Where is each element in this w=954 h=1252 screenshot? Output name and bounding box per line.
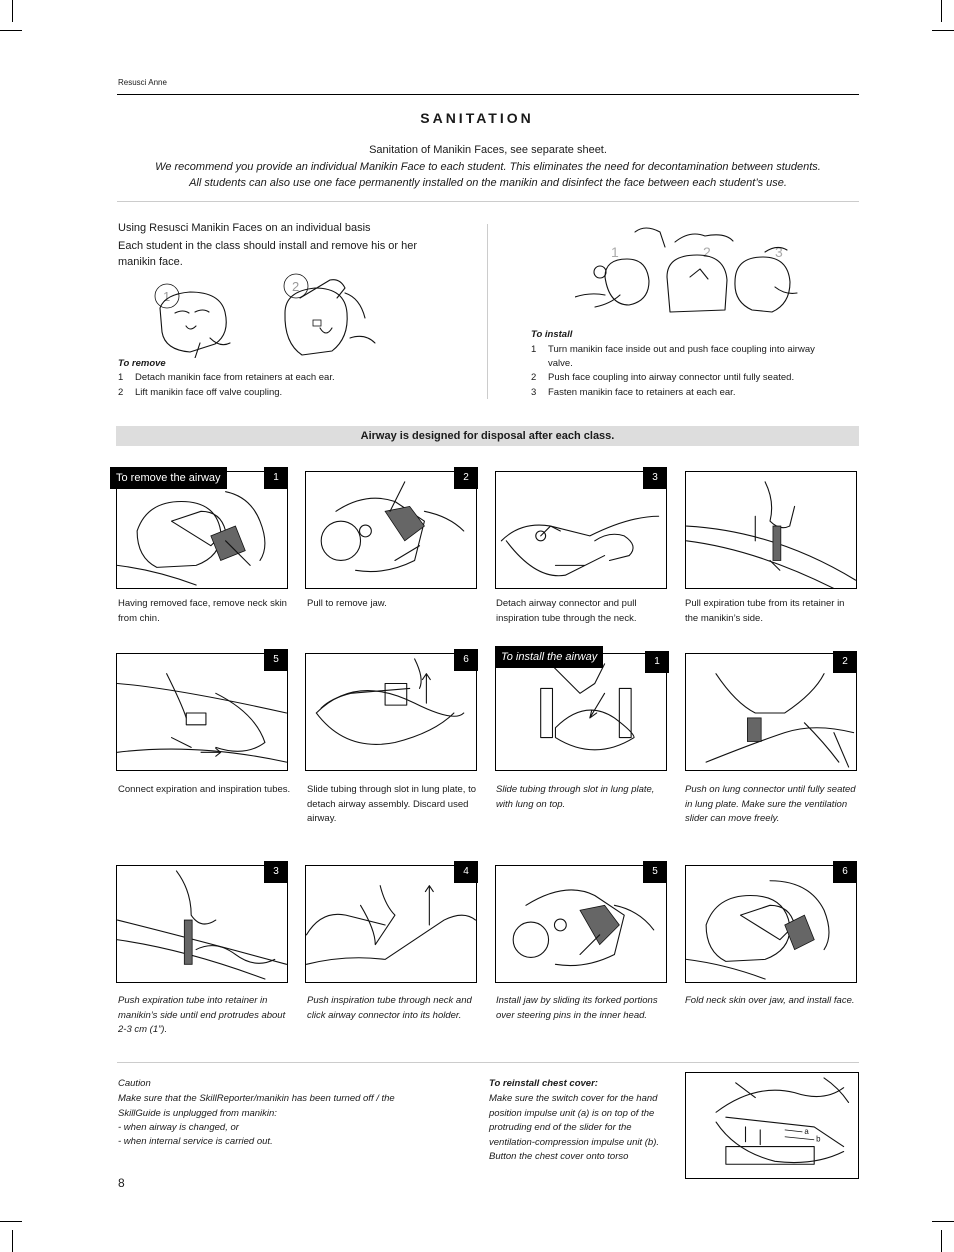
page-title: SANITATION — [420, 110, 534, 126]
step-text: Fasten manikin face to retainers at each… — [548, 387, 736, 398]
remove-face-step: 2 Lift manikin face off valve coupling. — [118, 386, 438, 400]
step-number-badge: 3 — [643, 467, 667, 489]
step-text: Detach manikin face from retainers at ea… — [135, 372, 335, 383]
label-b: b — [816, 1135, 821, 1144]
illustration-panel — [495, 865, 667, 983]
install-face-heading: To install — [531, 329, 573, 340]
individual-heading: Using Resusci Manikin Faces on an indivi… — [118, 222, 371, 234]
step-number: 2 — [531, 372, 537, 383]
install-airway-label: To install the airway — [495, 646, 604, 668]
caution-item: - when internal service is carried out. — [118, 1136, 273, 1147]
illustration-panel — [495, 471, 667, 589]
individual-text: Each student in the class should install… — [118, 240, 417, 268]
step-number-badge: 5 — [264, 649, 288, 671]
step-number: 2 — [118, 387, 124, 398]
panel-caption: Pull to remove jaw. — [307, 598, 387, 609]
svg-text:2: 2 — [703, 244, 711, 260]
panel-caption: Slide tubing through slot in lung plate,… — [496, 784, 655, 810]
crop-mark — [0, 1221, 22, 1222]
step-number-badge: 1 — [264, 467, 288, 489]
bottom-divider — [117, 1062, 859, 1063]
step-text: Turn manikin face inside out and push fa… — [548, 344, 815, 369]
step-number: 1 — [531, 344, 537, 355]
install-face-step: 2 Push face coupling into airway connect… — [531, 371, 831, 385]
illustration-panel — [305, 471, 477, 589]
crop-mark — [932, 30, 954, 31]
crop-mark — [0, 30, 22, 31]
step-number: 1 — [118, 372, 124, 383]
panel-caption: Having removed face, remove neck skin fr… — [118, 598, 287, 624]
step-number-badge: 6 — [454, 649, 478, 671]
step-number-badge: 1 — [645, 651, 669, 673]
svg-text:1: 1 — [163, 289, 170, 304]
intro-divider — [117, 201, 859, 202]
illustration-panel — [495, 653, 667, 771]
panel-caption: Fold neck skin over jaw, and install fac… — [685, 995, 855, 1006]
svg-text:1: 1 — [611, 244, 619, 260]
header-rule — [117, 94, 859, 95]
illustration-panel — [685, 653, 857, 771]
step-number-badge: 4 — [454, 861, 478, 883]
illustration-panel — [685, 471, 857, 589]
caution-text: Make sure that the SkillReporter/manikin… — [118, 1093, 395, 1119]
illustration-panel — [116, 471, 288, 589]
panel-caption: Detach airway connector and pull inspira… — [496, 598, 637, 624]
illustration-panel — [116, 865, 288, 983]
remove-face-heading: To remove — [118, 358, 166, 369]
panel-caption: Pull expiration tube from its retainer i… — [685, 598, 845, 624]
caution-item: - when airway is changed, or — [118, 1122, 239, 1133]
caution-heading: Caution — [118, 1078, 151, 1089]
step-text: Lift manikin face off valve coupling. — [135, 387, 283, 398]
disposal-banner: Airway is designed for disposal after ea… — [116, 426, 859, 446]
install-face-step: 3 Fasten manikin face to retainers at ea… — [531, 386, 831, 400]
page-number: 8 — [118, 1176, 125, 1190]
remove-airway-label: To remove the airway — [110, 467, 227, 489]
remove-face-step: 1 Detach manikin face from retainers at … — [118, 371, 438, 385]
crop-mark — [12, 0, 13, 22]
panel-caption: Push inspiration tube through neck and c… — [307, 995, 472, 1021]
step-number: 3 — [531, 387, 537, 398]
chest-cover-heading: To reinstall chest cover: — [489, 1078, 598, 1089]
crop-mark — [941, 1230, 942, 1252]
step-number-badge: 5 — [643, 861, 667, 883]
label-a: a — [804, 1127, 809, 1136]
step-number-badge: 2 — [833, 651, 857, 673]
install-face-illustration: 1 2 3 — [575, 227, 798, 313]
illustration-panel — [685, 865, 857, 983]
intro-line-3: All students can also use one face perma… — [189, 177, 787, 189]
illustration-panel — [305, 865, 477, 983]
panel-caption: Push expiration tube into retainer in ma… — [118, 995, 286, 1035]
install-face-step: 1 Turn manikin face inside out and push … — [531, 343, 831, 371]
panel-caption: Push on lung connector until fully seate… — [685, 784, 856, 824]
illustration-panel — [116, 653, 288, 771]
remove-face-illustration: 1 2 — [154, 273, 376, 358]
running-head: Resusci Anne — [118, 78, 167, 87]
step-text: Push face coupling into airway connector… — [548, 372, 795, 383]
svg-text:2: 2 — [292, 279, 299, 294]
svg-text:3: 3 — [775, 244, 783, 260]
panel-caption: Connect expiration and inspiration tubes… — [118, 784, 291, 795]
chest-cover-text: Make sure the switch cover for the hand … — [489, 1093, 660, 1162]
panel-caption: Install jaw by sliding its forked portio… — [496, 995, 658, 1021]
crop-mark — [941, 0, 942, 22]
illustration-panel — [305, 653, 477, 771]
intro-line-1: Sanitation of Manikin Faces, see separat… — [369, 144, 607, 156]
intro-line-2: We recommend you provide an individual M… — [155, 161, 821, 173]
crop-mark — [12, 1230, 13, 1252]
column-divider — [487, 224, 488, 399]
step-number-badge: 6 — [833, 861, 857, 883]
panel-caption: Slide tubing through slot in lung plate,… — [307, 784, 477, 824]
step-number-badge: 2 — [454, 467, 478, 489]
step-number-badge: 3 — [264, 861, 288, 883]
crop-mark — [932, 1221, 954, 1222]
